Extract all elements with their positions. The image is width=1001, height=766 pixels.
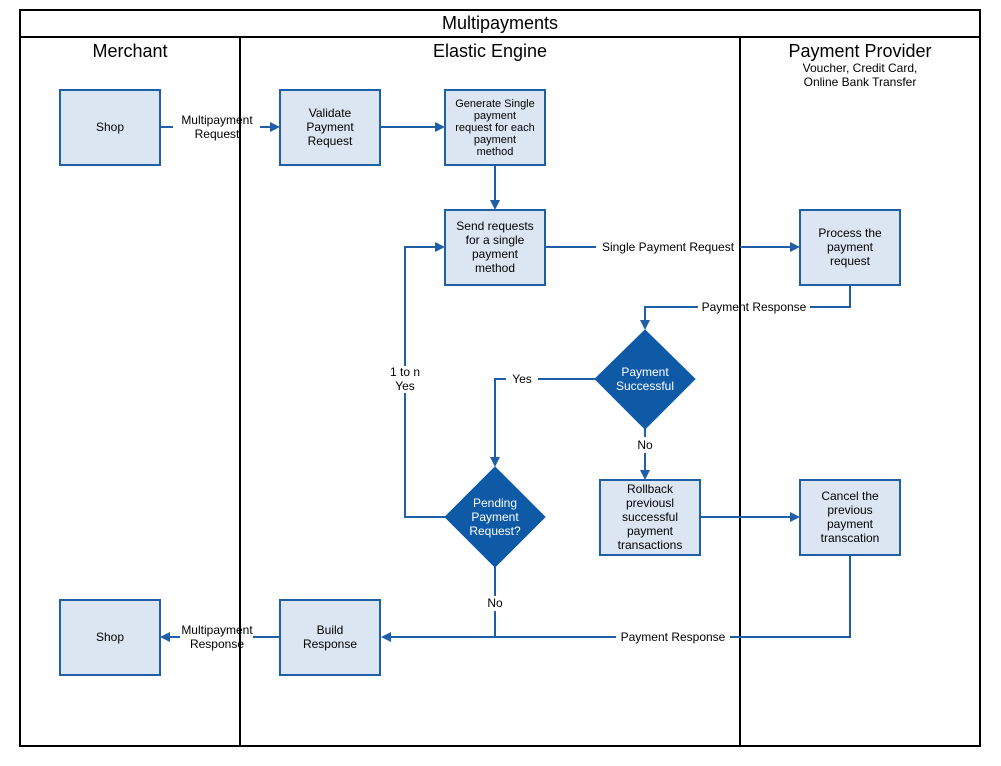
edge-yes-to-pending bbox=[490, 378, 506, 467]
label-line: Payment bbox=[471, 510, 519, 524]
label-line: successful bbox=[622, 510, 678, 524]
label-line: transactions bbox=[618, 538, 683, 552]
node-cancel bbox=[799, 479, 901, 556]
node-build bbox=[279, 599, 381, 676]
node-shop-top bbox=[59, 89, 161, 166]
label-line: payment bbox=[474, 134, 516, 146]
node-process bbox=[799, 209, 901, 286]
label-line: method bbox=[475, 261, 515, 275]
label-line: Rollback bbox=[627, 482, 674, 496]
label-line: Send requests bbox=[456, 219, 533, 233]
lane-subtitle-provider-2: Online Bank Transfer bbox=[804, 75, 917, 89]
label-line: transcation bbox=[821, 531, 880, 545]
label-line: Payment bbox=[306, 120, 354, 134]
label-line: Request bbox=[308, 134, 353, 148]
label-line: payment bbox=[827, 517, 874, 531]
lane-title-merchant: Merchant bbox=[92, 41, 167, 61]
edge-label-yes: Yes bbox=[512, 372, 532, 386]
edge-pending-loop-upper bbox=[404, 242, 445, 366]
label-shop-bottom: Shop bbox=[96, 630, 124, 644]
label-line: payment bbox=[474, 110, 516, 122]
label-line: Payment bbox=[621, 365, 669, 379]
edge-cancel-to-label bbox=[730, 555, 851, 638]
edge-process-to-label bbox=[810, 285, 851, 308]
edge-label-payment-response-1: Payment Response bbox=[702, 300, 807, 314]
label-line: Process the bbox=[818, 226, 882, 240]
label-line: Multipayment bbox=[181, 623, 253, 637]
decision-pending-payment bbox=[444, 466, 546, 568]
node-validate bbox=[279, 89, 381, 166]
edge-label-payment-response-2: Payment Response bbox=[621, 630, 726, 644]
label-line: Response bbox=[303, 637, 357, 651]
label-line: payment bbox=[827, 240, 874, 254]
label-line: Validate bbox=[309, 106, 352, 120]
lane-title-provider: Payment Provider bbox=[788, 41, 931, 61]
label-line: payment bbox=[627, 524, 674, 538]
label-line: request for each bbox=[455, 122, 535, 134]
node-send bbox=[444, 209, 546, 286]
label-line: request bbox=[830, 254, 871, 268]
label-line: previousl bbox=[626, 496, 674, 510]
label-line: Successful bbox=[616, 379, 674, 393]
label-line: Generate Single bbox=[455, 98, 535, 110]
edge-label-single-payment-request: Single Payment Request bbox=[602, 240, 735, 254]
label-line: previous bbox=[827, 503, 872, 517]
label-line: method bbox=[477, 146, 514, 158]
decision-payment-successful bbox=[594, 329, 696, 430]
label-line: Yes bbox=[395, 379, 415, 393]
node-shop-bottom bbox=[59, 599, 161, 676]
label-line: Response bbox=[190, 637, 244, 651]
label-line: Cancel the bbox=[821, 489, 879, 503]
label-line: Request? bbox=[469, 524, 521, 538]
lane-title-engine: Elastic Engine bbox=[433, 41, 547, 61]
edge-label-no-2: No bbox=[487, 596, 503, 610]
label-line: Multipayment bbox=[181, 113, 253, 127]
label-line: 1 to n bbox=[390, 365, 420, 379]
label-shop-top: Shop bbox=[96, 120, 124, 134]
edge-label-no-1: No bbox=[637, 438, 653, 452]
edge-pending-loop-lower bbox=[404, 393, 445, 518]
node-generate bbox=[444, 89, 546, 166]
label-line: Pending bbox=[473, 496, 517, 510]
node-rollback bbox=[599, 479, 701, 556]
diagram-title: Multipayments bbox=[442, 13, 558, 33]
edge-payment-response-1 bbox=[640, 306, 698, 330]
label-line: Shop bbox=[96, 630, 124, 644]
lane-subtitle-provider-1: Voucher, Credit Card, bbox=[803, 61, 918, 75]
label-line: Shop bbox=[96, 120, 124, 134]
label-line: Build bbox=[317, 623, 344, 637]
label-line: Request bbox=[195, 127, 240, 141]
label-line: payment bbox=[472, 247, 519, 261]
label-line: for a single bbox=[466, 233, 525, 247]
